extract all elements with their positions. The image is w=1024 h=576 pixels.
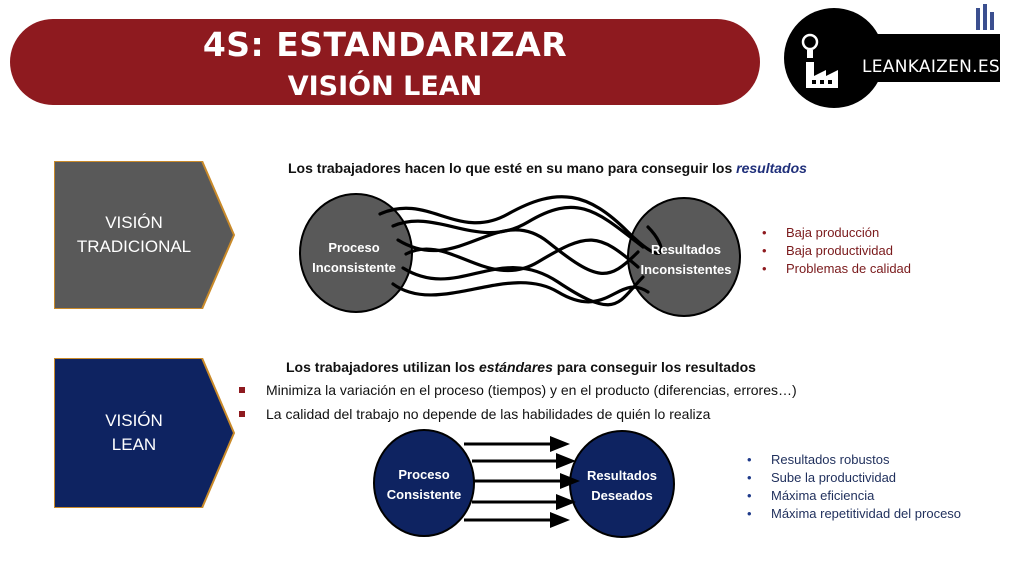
arrow-head-icon [556,494,576,510]
consistent-flow-diagram [373,429,675,538]
list-item: Baja producción [760,224,911,242]
consistent-process-label: Proceso Consistente [386,467,462,502]
arrow-head-icon [556,453,576,469]
wavy-line [378,195,663,255]
traditional-outcomes-list: Baja producción Baja productividad Probl… [760,224,911,278]
lean-chevron [54,358,236,508]
arrow-head-icon [550,512,570,528]
inconsistent-process-label: Proceso Inconsistente [312,240,396,275]
logo-text: LEANKAIZEN.ES [862,57,1000,77]
list-item: Minimiza la variación en el proceso (tie… [236,378,797,402]
list-item: Sube la productividad [745,469,961,487]
slide-subtitle: VISIÓN LEAN [287,71,483,102]
inconsistent-results-label: Resultados Inconsistentes [640,242,732,277]
lean-heading: Los trabajadores utilizan los estándares… [286,359,756,375]
slide-title: 4S: ESTANDARIZAR [202,25,568,64]
wavy-line [401,266,645,307]
lean-label: VISIÓN LEAN [105,411,163,454]
wavy-line [391,205,645,249]
traditional-label: VISIÓN TRADICIONAL [76,213,192,256]
desired-results-label: Resultados Deseados [586,468,658,503]
list-item: Baja productividad [760,242,911,260]
traditional-heading: Los trabajadores hacen lo que esté en su… [288,160,807,176]
wavy-line [391,281,650,304]
lean-points-list: Minimiza la variación en el proceso (tie… [236,378,797,426]
leankaizen-logo [784,4,1000,108]
list-item: La calidad del trabajo no depende de las… [236,402,797,426]
list-item: Problemas de calidad [760,260,911,278]
wavy-line [404,238,640,273]
title-banner: 4S: ESTANDARIZAR VISIÓN LEAN [10,19,760,105]
arrow-head-icon [550,436,570,452]
arrow-head-icon [560,473,580,489]
inconsistent-flow-diagram [299,193,741,317]
traditional-chevron [54,161,236,309]
lean-outcomes-list: Resultados robustos Sube la productivida… [745,451,961,523]
list-item: Máxima repetitividad del proceso [745,505,961,523]
list-item: Máxima eficiencia [745,487,961,505]
list-item: Resultados robustos [745,451,961,469]
